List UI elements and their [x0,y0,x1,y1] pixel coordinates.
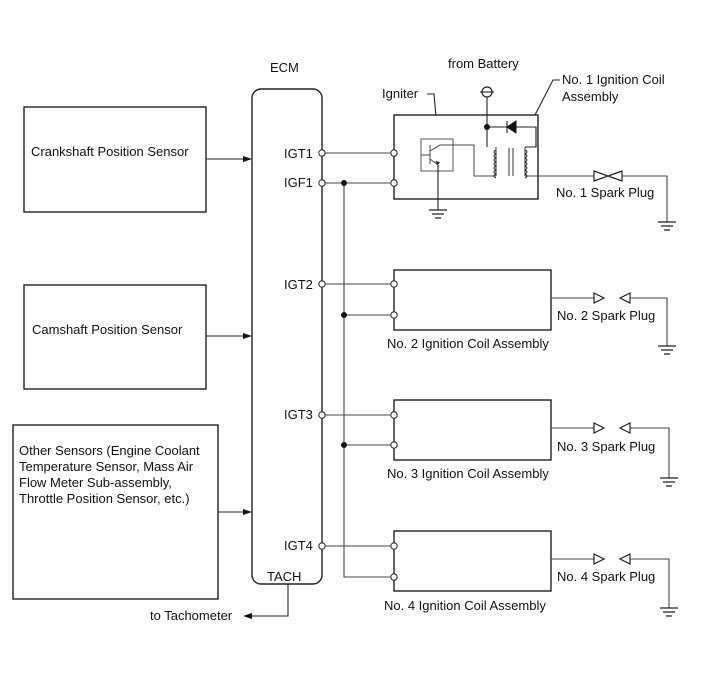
spark-plug-1-icon [593,170,623,182]
igf-bus-wire [343,183,394,578]
coil2-label: No. 2 Ignition Coil Assembly [387,336,549,351]
ecm-terminal-igt1 [318,149,326,157]
ecm-pin-igt2: IGT2 [284,277,313,292]
ecm-terminal-igt2 [318,280,326,288]
coil1-label-line-1: No. 1 Ignition Coil [562,72,665,87]
ecm-terminal-igt4 [318,542,326,550]
spark-plug-4-electrode-icon [593,553,606,565]
crankshaft-sensor-label: Crankshaft Position Sensor [31,144,189,159]
camshaft-sensor-label: Camshaft Position Sensor [32,322,183,337]
spark-plug-3-ground-electrode-icon [618,422,631,434]
other-sensors-box [12,424,219,600]
plug2-ground-wire [630,297,668,346]
ecm-terminal-igf1 [318,179,326,187]
plug3-ground-wire [630,427,670,478]
ecm-terminal-igt3 [318,411,326,419]
coil4-terminal-igt [390,542,398,550]
spark-plug-2-electrode-icon [593,292,606,304]
battery-label: from Battery [448,56,519,71]
junction-dot [341,180,347,186]
igniter-transistor-icon [421,144,496,177]
other-sensors-line-4: Throttle Position Sensor, etc.) [19,491,190,506]
plug1-ground-wire [622,175,668,222]
spark-plug-1-label: No. 1 Spark Plug [556,185,654,200]
primary-coil-icon [493,147,498,179]
coil4-label: No. 4 Ignition Coil Assembly [384,598,546,613]
ecm-pin-igt4: IGT4 [284,538,313,553]
coil2-terminal-igf [390,311,398,319]
crankshaft-sensor-box [23,106,207,213]
spark-plug-2-ground-electrode-icon [618,292,631,304]
coil1-label-line-2: Assembly [562,89,619,104]
coil3-label: No. 3 Ignition Coil Assembly [387,466,549,481]
ground-icon [660,477,678,487]
ground-icon [429,209,447,219]
spark-plug-4-ground-electrode-icon [618,553,631,565]
spark-plug-4-label: No. 4 Spark Plug [557,569,655,584]
tach-wire [252,584,289,617]
spark-plug-3-label: No. 3 Spark Plug [557,439,655,454]
camshaft-arrow-icon [243,333,252,339]
transistor-emitter-arrow-icon [435,161,440,165]
ecm-pin-igf1: IGF1 [284,175,313,190]
coil3-terminal-igf [390,441,398,449]
camshaft-sensor-box [23,284,207,390]
plug4-ground-wire [630,558,670,608]
ecm-pin-igt3: IGT3 [284,407,313,422]
coil2-terminal-igt [390,280,398,288]
spark-plug-3-electrode-icon [593,422,606,434]
junction-dot [341,442,347,448]
ecm-pin-igt1: IGT1 [284,146,313,161]
secondary-high-side-wire [525,127,537,148]
other-sensors-line-1: Other Sensors (Engine Coolant [19,443,200,458]
ground-icon [660,607,678,617]
secondary-coil-icon [523,147,528,179]
coil1-terminal-igt [390,149,398,157]
ground-icon [658,221,676,231]
coil3-assembly-box [393,399,552,461]
coil1-leader-line [534,79,560,116]
coil2-assembly-box [393,269,552,331]
coil3-terminal-igt [390,411,398,419]
other-sensors-line-2: Temperature Sensor, Mass Air [19,459,194,474]
ground-icon [658,345,676,355]
other-sensors-arrow-icon [243,509,252,515]
junction-dot [341,312,347,318]
diode-icon [506,120,517,134]
ecm-pin-tach: TACH [267,569,301,584]
coil4-assembly-box [393,530,552,592]
tach-output-label: to Tachometer [150,608,233,623]
crankshaft-arrow-icon [243,156,252,162]
other-sensors-line-3: Flow Meter Sub-assembly, [19,475,172,490]
coil1-terminal-igf [390,179,398,187]
coil4-terminal-igf [390,573,398,581]
tach-arrow-icon [243,613,252,619]
transformer-core-icon [508,148,514,176]
ecm-block [251,88,323,585]
spark-plug-2-label: No. 2 Spark Plug [557,308,655,323]
igniter-label: Igniter [382,86,419,101]
ecm-title: ECM [270,60,299,75]
